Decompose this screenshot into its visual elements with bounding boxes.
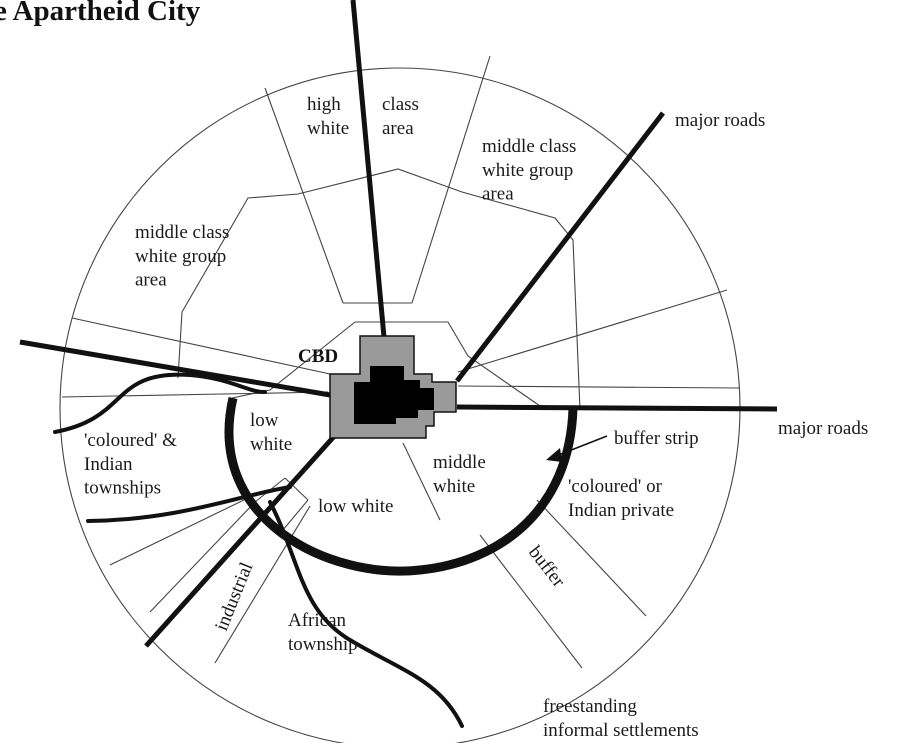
label-major-roads-top: major roads	[675, 110, 765, 131]
label-low-white-lower: low white	[318, 496, 393, 517]
buffer-strip-arrow	[546, 435, 608, 462]
sector-dividers	[61, 55, 740, 669]
label-major-roads-right: major roads	[778, 418, 868, 439]
middle-class-zone-boundary	[177, 168, 581, 411]
label-buffer-strip: buffer strip	[614, 428, 699, 449]
cbd-core	[354, 366, 434, 424]
diagram-title: e Apartheid City	[0, 0, 201, 27]
label-cbd: CBD	[298, 346, 338, 367]
label-buffer: buffer	[524, 542, 569, 592]
buffer-strip-arc	[224, 396, 578, 576]
curved-routes	[53, 372, 464, 728]
label-industrial: industrial	[211, 559, 257, 633]
major-roads	[19, 0, 778, 648]
